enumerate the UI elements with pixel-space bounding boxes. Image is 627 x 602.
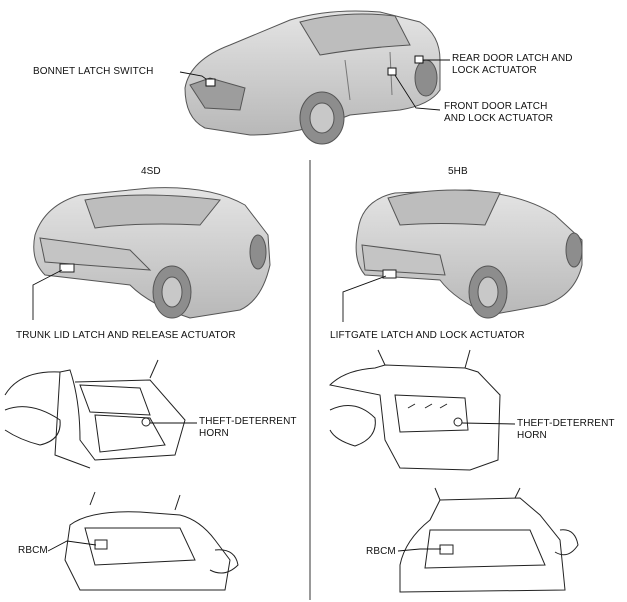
callout-front-door-latch: FRONT DOOR LATCH AND LOCK ACTUATOR	[444, 101, 554, 124]
leader-lines	[32, 59, 516, 552]
callout-theft-horn-4sd: THEFT-DETERRENT HORN	[199, 416, 297, 439]
callout-rbcm-5hb: RBCM	[366, 546, 396, 557]
callout-rbcm-4sd: RBCM	[18, 545, 48, 556]
callout-liftgate-latch: LIFTGATE LATCH AND LOCK ACTUATOR	[330, 330, 525, 341]
variant-label-4sd: 4SD	[141, 166, 161, 177]
sedan-trunk-line-drawing	[4, 359, 186, 469]
part-markers	[205, 55, 424, 87]
callout-bonnet-latch-switch: BONNET LATCH SWITCH	[33, 66, 154, 77]
hatchback-rear-illustration	[355, 189, 583, 319]
sedan-rbcm-line-drawing	[64, 491, 239, 591]
hatchback-rbcm-line-drawing	[399, 487, 579, 593]
hatchback-cargo-line-drawing	[328, 349, 501, 471]
sedan-rear-illustration	[33, 187, 271, 319]
variant-label-5hb: 5HB	[448, 166, 468, 177]
callout-theft-horn-5hb: THEFT-DETERRENT HORN	[517, 418, 615, 441]
callout-rear-door-latch: REAR DOOR LATCH AND LOCK ACTUATOR	[452, 53, 573, 76]
top-car-illustration	[184, 10, 441, 145]
callout-trunk-lid-latch: TRUNK LID LATCH AND RELEASE ACTUATOR	[16, 330, 236, 341]
